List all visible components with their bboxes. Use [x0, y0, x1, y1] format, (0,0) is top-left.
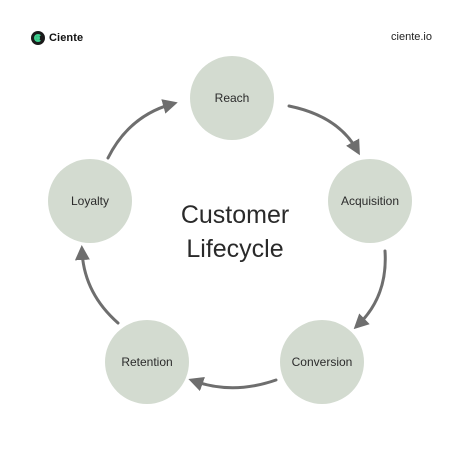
stage-label: Acquisition [340, 194, 400, 208]
diagram-title-line-2: Lifecycle [186, 235, 284, 263]
arrow-loyalty-to-reach [106, 99, 178, 160]
arrow-reach-to-acquisition [287, 104, 360, 156]
arrow-acquisition-to-conversion [353, 249, 387, 330]
stage-label: Retention [121, 355, 173, 369]
stage-conversion: Conversion [280, 320, 364, 404]
stage-loyalty: Loyalty [48, 159, 132, 243]
brand-name: Ciente [49, 32, 84, 44]
ciente-logo-icon [31, 31, 45, 45]
arrow-conversion-to-retention [188, 376, 278, 392]
stage-label: Reach [214, 91, 250, 105]
stage-acquisition: Acquisition [328, 159, 412, 243]
diagram-title: Customer Lifecycle [130, 198, 340, 266]
stage-retention: Retention [105, 320, 189, 404]
brand: Ciente [31, 29, 83, 47]
stage-reach: Reach [190, 56, 274, 140]
diagram-title-line-1: Customer [180, 201, 290, 229]
stage-label: Conversion [291, 355, 353, 369]
stage-label: Loyalty [70, 194, 110, 208]
site-url: ciente.io [391, 31, 432, 43]
arrow-retention-to-loyalty [74, 245, 120, 325]
